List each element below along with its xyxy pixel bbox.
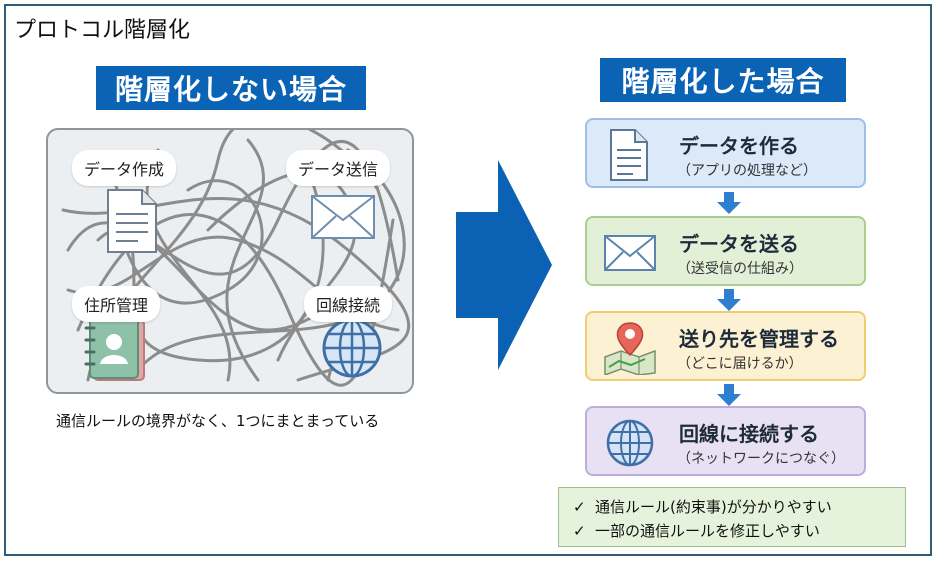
benefit-item: ✓通信ルール(約束事)が分かりやすい <box>573 498 832 516</box>
layer-title: 回線に接続する <box>679 422 819 446</box>
right-heading: 階層化した場合 <box>600 58 846 102</box>
layer-network: 送り先を管理する （どこに届けるか） <box>585 311 866 381</box>
label-address-manage: 住所管理 <box>72 286 161 322</box>
layer-subtitle: （送受信の仕組み） <box>677 261 803 277</box>
document-icon <box>107 189 157 253</box>
transition-arrow <box>456 160 552 370</box>
down-arrow <box>717 289 741 311</box>
address-book-icon <box>84 317 145 381</box>
layer-subtitle: （どこに届けるか） <box>677 356 803 372</box>
label-data-create: データ作成 <box>72 150 177 186</box>
layer-link: 回線に接続する （ネットワークにつなぐ） <box>585 406 866 476</box>
diagram-frame <box>4 4 932 556</box>
down-arrow <box>717 384 741 406</box>
benefits-box: ✓通信ルール(約束事)が分かりやすい ✓一部の通信ルールを修正しやすい <box>558 487 906 547</box>
globe-icon <box>606 419 654 467</box>
left-caption: 通信ルールの境界がなく、1つにまとまっている <box>56 412 380 430</box>
envelope-icon <box>311 195 375 239</box>
globe-icon <box>322 318 382 378</box>
label-data-send: データ送信 <box>286 150 391 186</box>
layer-title: データを作る <box>679 134 799 158</box>
checkmark-icon: ✓ <box>573 522 586 540</box>
map-pin-icon <box>604 322 656 375</box>
layer-title: 送り先を管理する <box>679 327 839 351</box>
label-line-connect: 回線接続 <box>304 286 393 322</box>
left-heading: 階層化しない場合 <box>96 66 366 110</box>
checkmark-icon: ✓ <box>573 498 586 516</box>
layer-application: データを作る （アプリの処理など） <box>585 118 866 188</box>
benefit-item: ✓一部の通信ルールを修正しやすい <box>573 522 820 540</box>
layer-title: データを送る <box>679 232 799 256</box>
tangled-lines <box>61 130 411 387</box>
layer-transport: データを送る （送受信の仕組み） <box>585 216 866 286</box>
layer-subtitle: （アプリの処理など） <box>677 163 817 179</box>
non-layered-panel: データ作成 データ送信 住所管理 回線接続 <box>46 128 414 394</box>
down-arrow <box>717 192 741 214</box>
document-icon <box>610 129 648 181</box>
envelope-icon <box>604 235 656 271</box>
page-title: プロトコル階層化 <box>14 18 191 43</box>
layer-subtitle: （ネットワークにつなぐ） <box>677 451 845 467</box>
